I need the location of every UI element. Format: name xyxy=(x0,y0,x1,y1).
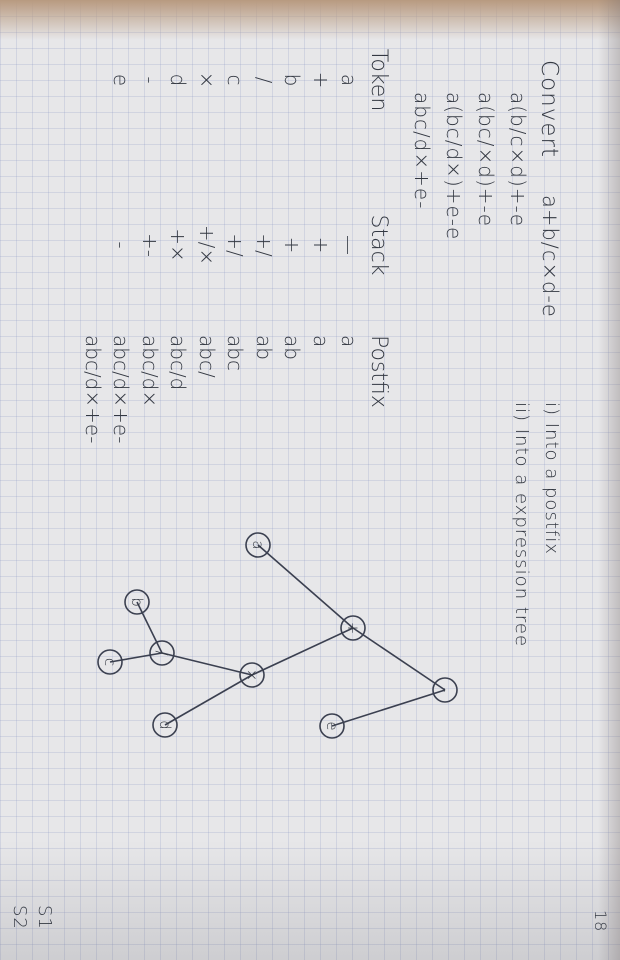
tree-node-label: - xyxy=(436,687,454,692)
tree-node-b: b xyxy=(124,589,150,615)
tree-node-label: × xyxy=(243,669,261,682)
tree-edge xyxy=(257,544,354,629)
page-right-edge xyxy=(598,0,620,960)
tree-node-label: c xyxy=(101,658,119,666)
page-top-shadow xyxy=(0,0,620,40)
margin-note-s1: S1 xyxy=(34,905,55,930)
tree-edge xyxy=(164,674,253,726)
tree-edge xyxy=(136,601,163,654)
tree-node-minus: - xyxy=(432,677,458,703)
tree-edge xyxy=(331,689,446,727)
tree-edge xyxy=(109,652,163,663)
tree-node-label: a xyxy=(249,540,267,549)
tree-node-d: d xyxy=(152,712,178,738)
tree-node-divide: / xyxy=(149,640,175,666)
page-number: 18 xyxy=(591,910,610,933)
page-bottom-margin xyxy=(0,840,620,960)
tree-edge xyxy=(251,627,354,676)
tree-node-e: e xyxy=(319,713,345,739)
margin-note-s2: S2 xyxy=(9,905,30,930)
tree-node-label: e xyxy=(323,721,341,730)
tree-node-times: × xyxy=(239,662,265,688)
tree-node-label: / xyxy=(153,650,171,655)
tree-edge xyxy=(352,627,446,691)
tree-edge xyxy=(161,652,253,676)
tree-node-c: c xyxy=(97,649,123,675)
tree-node-label: b xyxy=(128,597,146,607)
tree-node-plus: + xyxy=(340,615,366,641)
tree-node-label: d xyxy=(156,720,174,730)
tree-node-a: a xyxy=(245,532,271,558)
tree-node-label: + xyxy=(344,622,362,635)
